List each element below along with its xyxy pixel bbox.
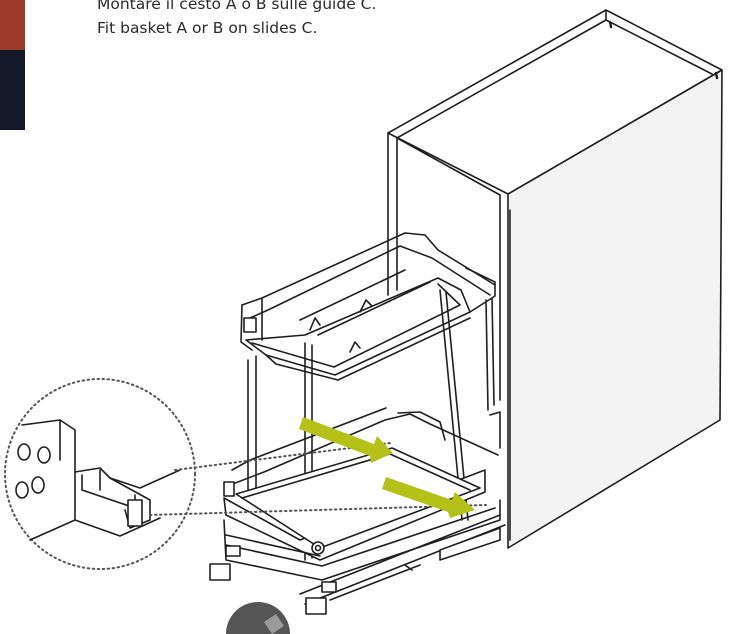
cabinet-side-panel: [507, 69, 723, 549]
instructions: Montare il cesto A o B sulle guide C. Fi…: [97, 0, 517, 40]
direction-arrow-icon: [299, 417, 475, 518]
instruction-line-italian: Montare il cesto A o B sulle guide C.: [97, 0, 377, 13]
side-tab-red: [0, 0, 25, 50]
side-tab-navy: [0, 50, 25, 130]
slides: [209, 499, 506, 615]
page-corner-icon: [226, 602, 290, 634]
cabinet: [387, 9, 723, 549]
magnifier-detail-icon: [4, 378, 196, 570]
instruction-line-english: Fit basket A or B on slides C.: [97, 19, 318, 37]
upper-basket: [240, 232, 496, 381]
